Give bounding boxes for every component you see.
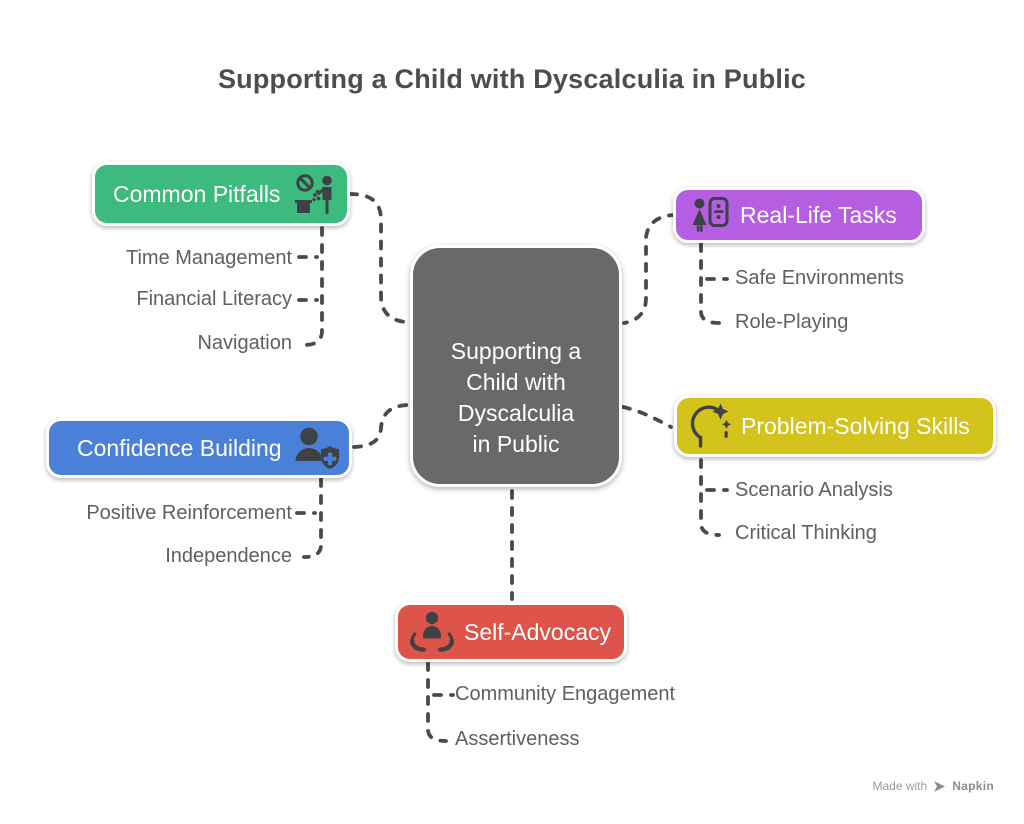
branch-label: Common Pitfalls (113, 180, 281, 207)
slip-hazard-person-icon (295, 174, 332, 214)
connector-real-life-tasks-items (699, 242, 729, 325)
branch-label: Problem-Solving Skills (741, 412, 970, 439)
center-node-line: Child with (466, 369, 566, 395)
branch-real-life-tasks: Real-Life Tasks (673, 187, 925, 243)
napkin-logo-icon (934, 780, 946, 792)
person-shield-plus-icon (295, 427, 339, 469)
center-node-line: in Public (472, 431, 560, 457)
center-node-line: Supporting a (450, 338, 582, 364)
subitem-navigation: Navigation (197, 332, 292, 354)
head-sparkles-icon (690, 403, 731, 448)
subitem-assertiveness: Assertiveness (455, 728, 580, 750)
branch-label: Real-Life Tasks (740, 201, 897, 228)
branch-common-pitfalls: Common Pitfalls (92, 162, 350, 226)
connector-real-life-tasks-center (622, 213, 678, 325)
connector-common-pitfalls-center (348, 192, 409, 324)
connector-self-advocacy-items (426, 661, 455, 743)
branch-confidence-building: Confidence Building (46, 418, 352, 478)
connector-confidence-building-items (295, 477, 323, 559)
branch-label: Confidence Building (77, 434, 282, 461)
connector-problem-solving-center (621, 405, 673, 429)
diagram-title: Supporting a Child with Dyscalculia in P… (217, 64, 807, 94)
subitem-time-management: Time Management (126, 247, 292, 269)
subitem-role-playing: Role-Playing (735, 311, 849, 333)
subitem-scenario-analysis: Scenario Analysis (735, 479, 893, 501)
watermark-brand: Napkin (952, 779, 994, 793)
subitem-independence: Independence (165, 545, 292, 567)
center-node: Supporting a Child with Dyscalculia in P… (410, 245, 622, 487)
hands-holding-person-icon (410, 611, 454, 652)
subitem-positive-reinforcement: Positive Reinforcement (86, 502, 292, 524)
connector-common-pitfalls-items (297, 226, 324, 347)
subitem-critical-thinking: Critical Thinking (735, 522, 877, 544)
subitem-financial-literacy: Financial Literacy (136, 288, 292, 310)
connector-problem-solving-items (699, 458, 729, 537)
subitem-safe-environments: Safe Environments (735, 267, 904, 289)
subitem-community-engagement: Community Engagement (455, 683, 676, 705)
center-node-line: Dyscalculia (457, 400, 575, 426)
branch-problem-solving-skills: Problem-Solving Skills (674, 395, 996, 457)
watermark-prefix: Made with (872, 779, 928, 793)
connector-confidence-building-center (352, 403, 409, 449)
watermark: Made with Napkin (872, 779, 994, 793)
person-division-card-icon (692, 197, 729, 232)
branch-label: Self-Advocacy (464, 618, 612, 645)
branch-self-advocacy: Self-Advocacy (395, 602, 627, 662)
